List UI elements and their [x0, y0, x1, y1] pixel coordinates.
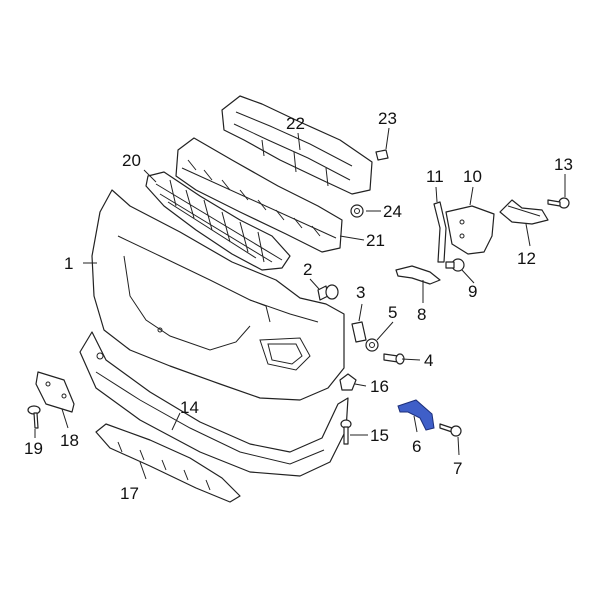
part-10-mounting-bracket [445, 205, 495, 255]
part-23-bolt [375, 149, 389, 161]
part-5-nut [365, 338, 379, 352]
callout-10: 10 [463, 167, 482, 186]
callout-16: 16 [370, 377, 389, 396]
part-22-reinforcement-beam [221, 95, 373, 195]
part-8-side-bracket [395, 265, 441, 285]
callout-6: 6 [412, 437, 421, 456]
part-14-lower-bumper [79, 331, 349, 477]
part-24-nut [350, 204, 364, 218]
callout-20: 20 [122, 151, 141, 170]
callout-24: 24 [383, 202, 402, 221]
callout-2: 2 [303, 260, 312, 279]
callout-23: 23 [378, 109, 397, 128]
part-7-screw [439, 423, 462, 437]
callout-13: 13 [554, 155, 573, 174]
part-9-screw [445, 258, 465, 272]
part-4-bolt [383, 353, 405, 365]
part-16-clip-nut [339, 373, 357, 391]
part-15-bolt [340, 419, 352, 445]
callout-22: 22 [286, 114, 305, 133]
part-1-bumper-cover [91, 189, 345, 401]
part-18-license-bracket [35, 371, 75, 413]
part-20-grille [145, 171, 291, 271]
part-13-screw [547, 197, 570, 209]
callout-18: 18 [60, 431, 79, 450]
callout-8: 8 [417, 305, 426, 324]
part-11-strip [433, 201, 447, 263]
callout-21: 21 [366, 231, 385, 250]
callout-14: 14 [180, 398, 199, 417]
part-19-screw [27, 405, 41, 429]
callout-15: 15 [370, 426, 389, 445]
callout-3: 3 [356, 283, 365, 302]
leader-lines [34, 127, 566, 480]
callout-1: 1 [64, 254, 73, 273]
callout-9: 9 [468, 282, 477, 301]
part-12-bracket [499, 199, 549, 225]
callout-17: 17 [120, 484, 139, 503]
part-2-bolt [317, 284, 339, 301]
part-6-bracket-highlighted [397, 399, 435, 431]
part-17-skid-plate [95, 423, 241, 503]
callout-12: 12 [517, 249, 536, 268]
callout-4: 4 [424, 351, 433, 370]
part-3-clip [351, 321, 367, 343]
callout-5: 5 [388, 303, 397, 322]
callout-11: 11 [426, 167, 444, 186]
part-21-energy-absorber [175, 137, 343, 253]
callout-7: 7 [453, 459, 462, 478]
callout-19: 19 [24, 439, 43, 458]
